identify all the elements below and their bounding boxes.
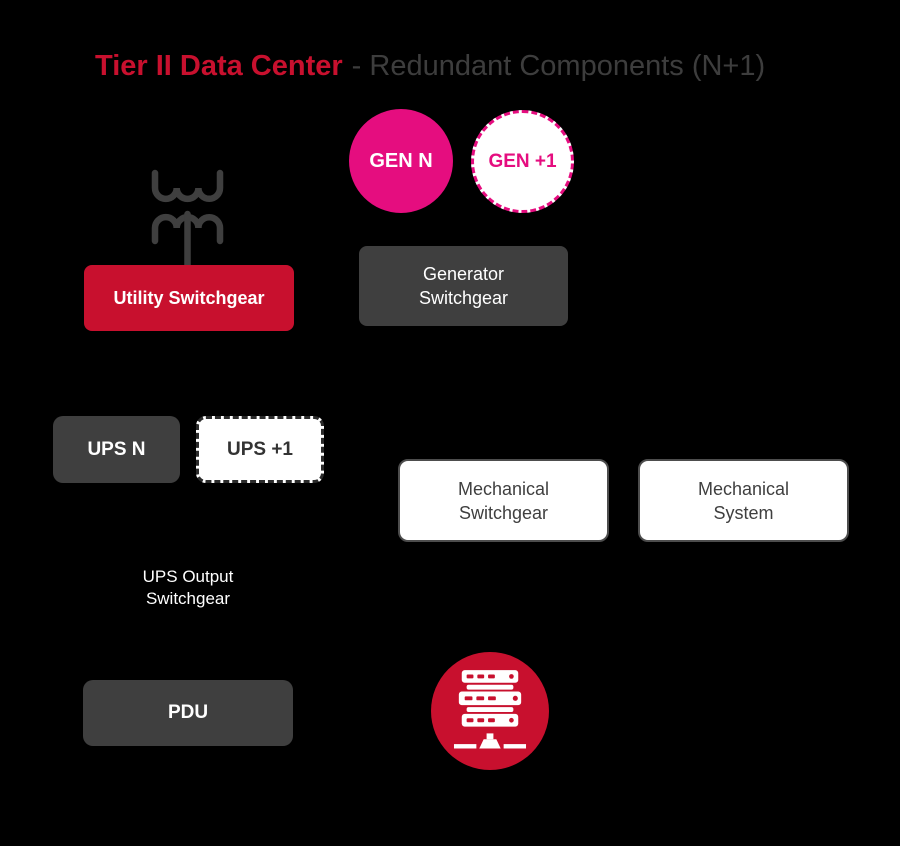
pdu-node: PDU [83,680,293,746]
title-rest: - Redundant Components (N+1) [351,50,766,82]
mechanical-switchgear-line2: Switchgear [458,502,549,523]
ups-output-line2: Switchgear [145,589,231,608]
pdu-label: PDU [167,702,209,723]
gen-plus1-label: GEN +1 [488,150,557,172]
gen-n-node: GEN N [349,109,453,213]
ups-plus1-label: UPS +1 [226,438,293,460]
ups-output-line1: UPS Output [142,567,234,586]
utility-switchgear-label: Utility Switchgear [113,287,265,308]
mechanical-switchgear-node: Mechanical Switchgear [398,459,609,542]
utility-switchgear-node: Utility Switchgear [84,265,294,331]
mechanical-system-line2: System [713,502,774,523]
title-highlight: Tier II Data Center [95,50,343,82]
gen-plus1-node: GEN +1 [471,110,574,213]
diagram-title: Tier II Data Center- Redundant Component… [95,50,765,83]
generator-switchgear-line1: Generator [422,264,505,284]
ups-plus1-node: UPS +1 [196,416,324,483]
ups-n-label: UPS N [87,438,146,460]
ups-output-switchgear-label: UPS Output Switchgear [88,566,288,610]
server-circle-node [431,652,549,770]
gen-n-label: GEN N [369,149,433,172]
utility-transformer-icon [148,168,228,268]
mechanical-system-node: Mechanical System [638,459,849,542]
server-rack-icon [453,670,527,749]
ups-n-node: UPS N [53,416,180,483]
generator-switchgear-node: Generator Switchgear [359,246,568,326]
generator-switchgear-line2: Switchgear [418,288,509,308]
mechanical-switchgear-line1: Mechanical [457,478,550,499]
mechanical-system-line1: Mechanical [697,478,790,499]
